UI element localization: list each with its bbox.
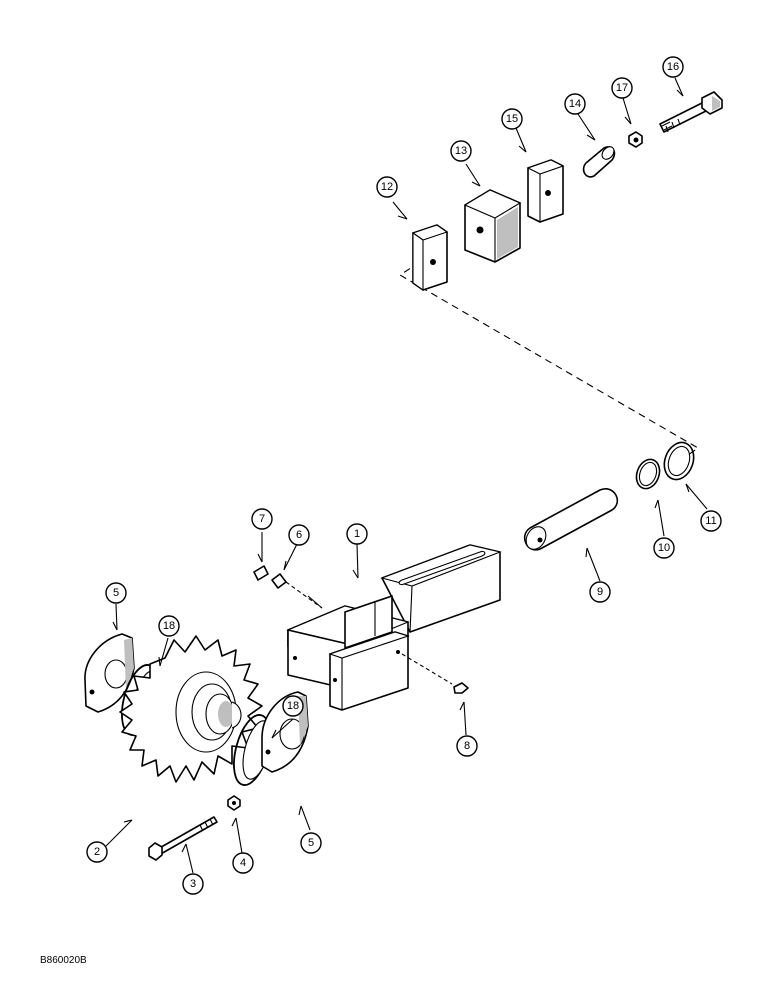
svg-text:16: 16	[667, 61, 679, 73]
part-11-ring	[663, 441, 695, 481]
callout-11: 11	[700, 510, 722, 532]
callout-5-left: 5	[105, 582, 127, 604]
svg-text:10: 10	[658, 542, 670, 554]
callout-10: 10	[653, 537, 675, 559]
assembly-dashed-line	[398, 261, 700, 456]
part-1-yoke	[286, 544, 502, 711]
svg-text:18: 18	[163, 620, 175, 632]
callout-6: 6	[288, 524, 310, 546]
svg-text:2: 2	[94, 846, 100, 858]
callout-2: 2	[86, 841, 108, 863]
callout-8: 8	[456, 735, 478, 757]
part-5-flange-left	[84, 633, 135, 713]
part-17-nut	[628, 131, 643, 148]
part-9-shaft	[524, 488, 618, 551]
callout-5-right: 5	[300, 832, 322, 854]
leaders	[100, 77, 708, 874]
svg-text:3: 3	[190, 878, 196, 890]
drawing-code: B860020B	[40, 955, 87, 966]
callout-1: 1	[346, 523, 368, 545]
callout-18-right: 18	[282, 695, 304, 717]
svg-text:15: 15	[506, 113, 518, 125]
callout-12: 12	[376, 176, 398, 198]
part-15-plate	[526, 159, 565, 223]
svg-text:7: 7	[259, 513, 265, 525]
svg-text:5: 5	[308, 837, 314, 849]
svg-text:4: 4	[240, 857, 246, 869]
callout-7: 7	[251, 508, 273, 530]
svg-text:5: 5	[113, 587, 119, 599]
callout-13: 13	[450, 140, 472, 162]
svg-text:12: 12	[381, 181, 393, 193]
part-10-ring	[635, 458, 661, 490]
callout-18-left: 18	[158, 615, 180, 637]
callout-3: 3	[182, 873, 204, 895]
svg-text:13: 13	[455, 145, 467, 157]
part-14-spacer	[582, 146, 616, 178]
callout-4: 4	[232, 852, 254, 874]
svg-text:6: 6	[296, 529, 302, 541]
callout-14: 14	[564, 93, 586, 115]
part-3-bolt	[148, 816, 218, 861]
part-8-setscrew	[401, 653, 469, 694]
part-4-nut	[227, 795, 241, 811]
svg-text:17: 17	[616, 82, 628, 94]
svg-text:1: 1	[354, 528, 360, 540]
callout-16: 16	[662, 56, 684, 78]
svg-text:9: 9	[597, 586, 603, 598]
part-6-grease-fitting	[271, 573, 323, 609]
part-16-bolt	[659, 91, 723, 133]
part-7-fitting	[253, 565, 269, 581]
callout-9: 9	[589, 581, 611, 603]
part-13-block	[463, 189, 522, 263]
callout-15: 15	[501, 108, 523, 130]
part-2-sprocket	[119, 635, 263, 783]
svg-text:14: 14	[569, 98, 581, 110]
part-12-plate	[411, 224, 449, 292]
svg-text:8: 8	[464, 740, 470, 752]
svg-text:18: 18	[287, 700, 299, 712]
callout-17: 17	[611, 77, 633, 99]
svg-text:11: 11	[705, 515, 716, 527]
